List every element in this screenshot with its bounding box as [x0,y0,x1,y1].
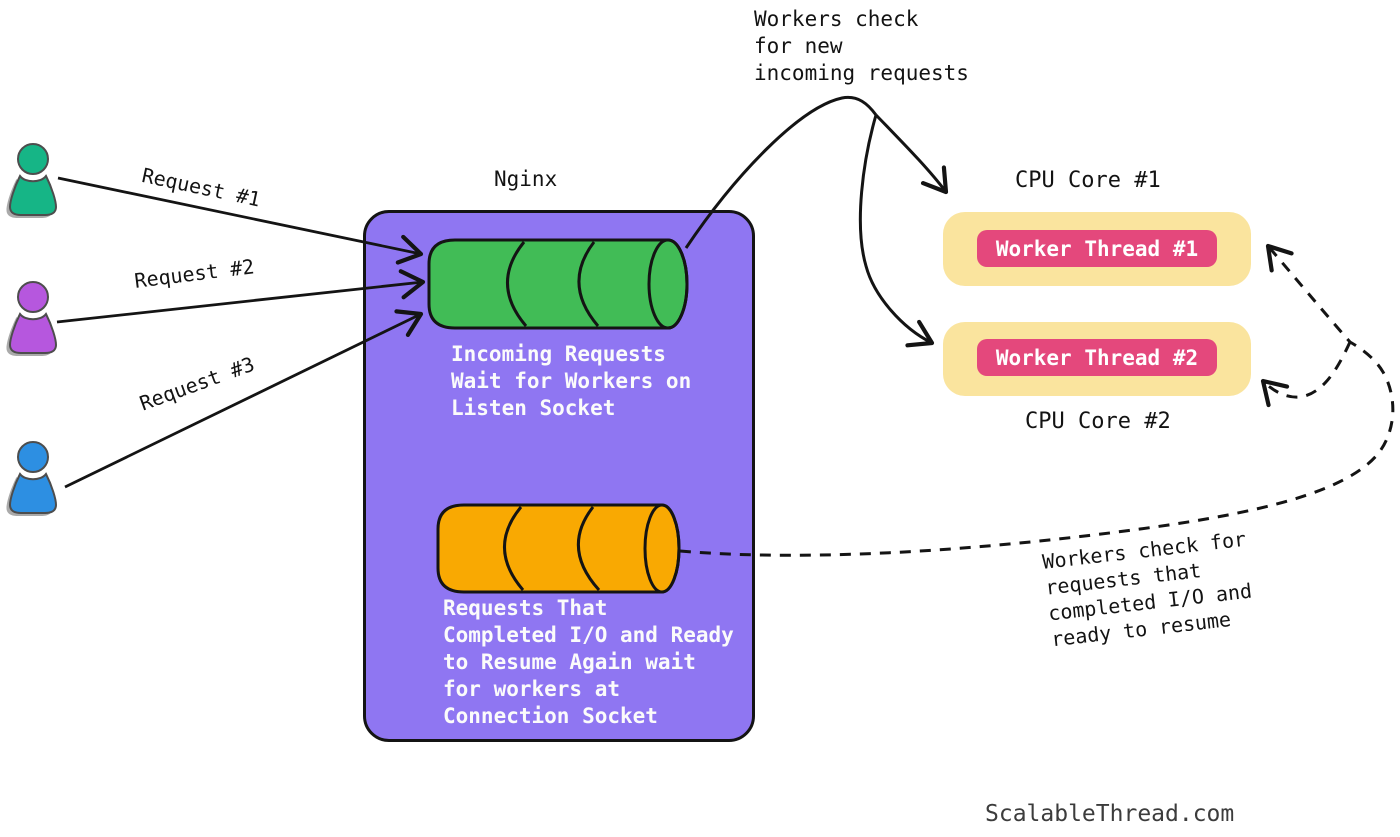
request-3-arrow [64,309,424,489]
listen-socket-caption: Incoming Requests Wait for Workers on Li… [451,342,692,420]
worker-thread-1-label: Worker Thread #1 [995,236,1199,261]
request-2-arrow [56,269,426,324]
workers-resume-dashed-arrow-to-thread-2 [1260,341,1352,408]
worker-thread-1-badge: Worker Thread #1 [977,230,1217,267]
workers-poll-arrow-to-thread-2 [858,114,935,348]
workers-resume-dashed-arrow-to-thread-1 [679,243,1395,557]
cpu-core-1-label: CPU Core #1 [1015,168,1161,193]
connection-socket-caption: Requests That Completed I/O and Ready to… [443,596,734,728]
watermark-scalablethread: ScalableThread.com [985,801,1235,827]
client-2-icon [6,281,58,356]
request-1-arrow [57,176,424,265]
client-3-icon [6,441,58,516]
worker-thread-2-badge: Worker Thread #2 [977,339,1217,376]
nginx-title: Nginx [494,167,558,191]
connection-socket-queue-cylinder [436,503,681,594]
workers-check-new-requests-annotation: Workers check for new incoming requests [754,7,969,85]
workers-poll-listen-curve [684,95,878,249]
worker-thread-2-label: Worker Thread #2 [995,345,1199,370]
workers-poll-arrow-to-thread-1 [874,113,949,195]
client-1-icon [6,143,58,218]
cpu-core-2-label: CPU Core #2 [1025,409,1171,434]
listen-socket-queue-cylinder [427,238,689,330]
